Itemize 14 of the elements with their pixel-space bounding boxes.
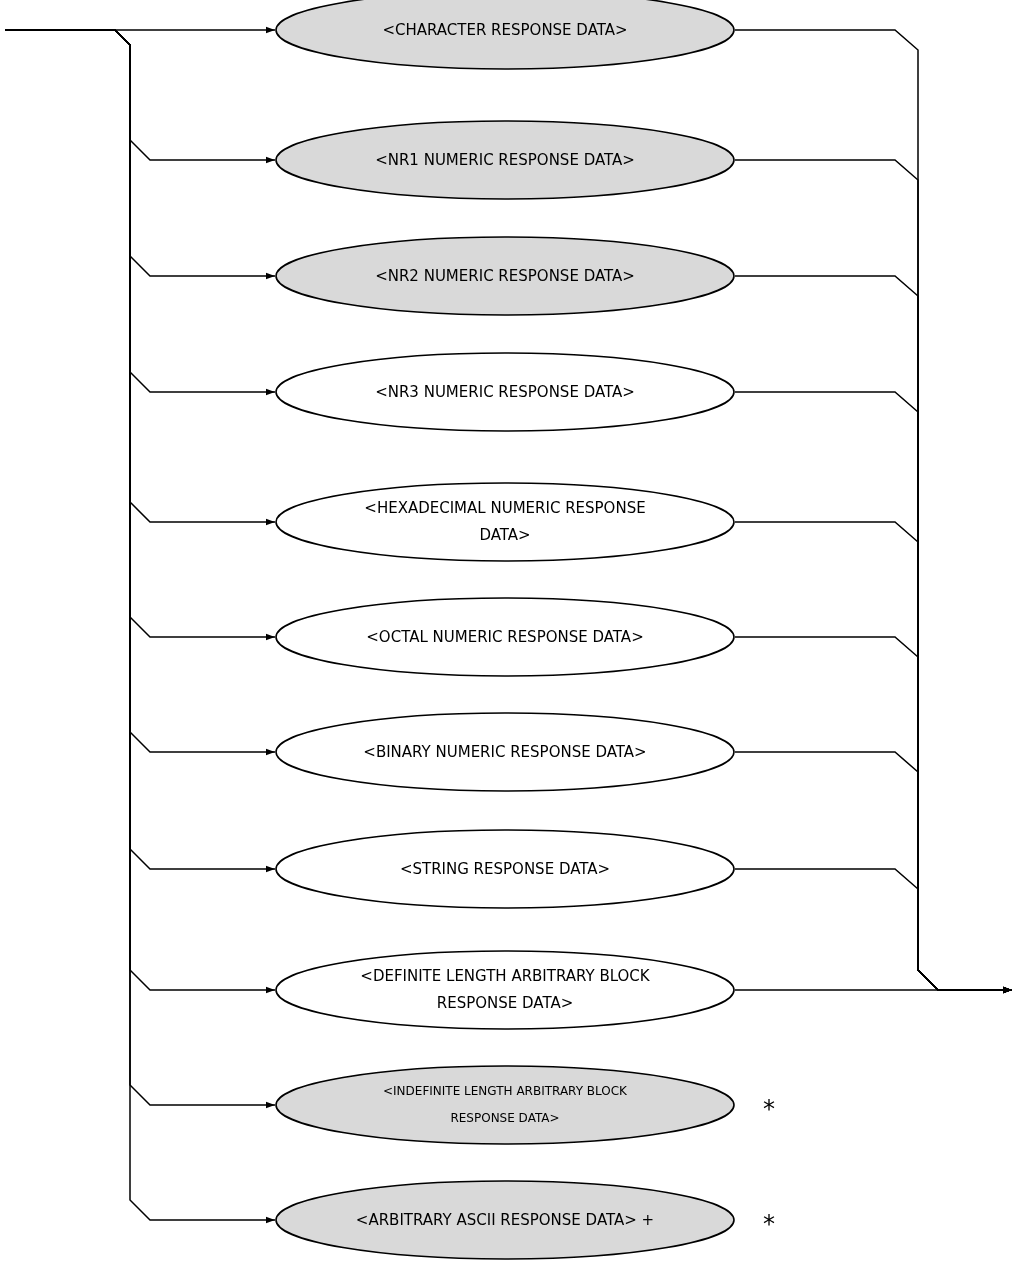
footnote-mark: * — [763, 1210, 775, 1238]
node-label: <OCTAL NUMERIC RESPONSE DATA> — [366, 626, 644, 648]
node-label: <CHARACTER RESPONSE DATA> — [382, 19, 628, 41]
node-label: <ARBITRARY ASCII RESPONSE DATA> + — [355, 1209, 655, 1231]
node-label: <NR3 NUMERIC RESPONSE DATA> — [375, 381, 635, 403]
node-label: <DEFINITE LENGTH ARBITRARY BLOCK RESPONSE DATA> — [359, 966, 651, 1014]
node-label: <NR2 NUMERIC RESPONSE DATA> — [375, 265, 635, 287]
node-label: <INDEFINITE LENGTH ARBITRARY BLOCK RESPONSE DATA> — [382, 1083, 628, 1127]
footnote-mark: * — [763, 1095, 775, 1123]
node-label: <STRING RESPONSE DATA> — [399, 858, 611, 880]
arrow — [734, 986, 1013, 994]
node-label: <NR1 NUMERIC RESPONSE DATA> — [375, 149, 635, 171]
node-label: <BINARY NUMERIC RESPONSE DATA> — [363, 741, 647, 763]
node-label: <HEXADECIMAL NUMERIC RESPONSE DATA> — [363, 498, 647, 546]
